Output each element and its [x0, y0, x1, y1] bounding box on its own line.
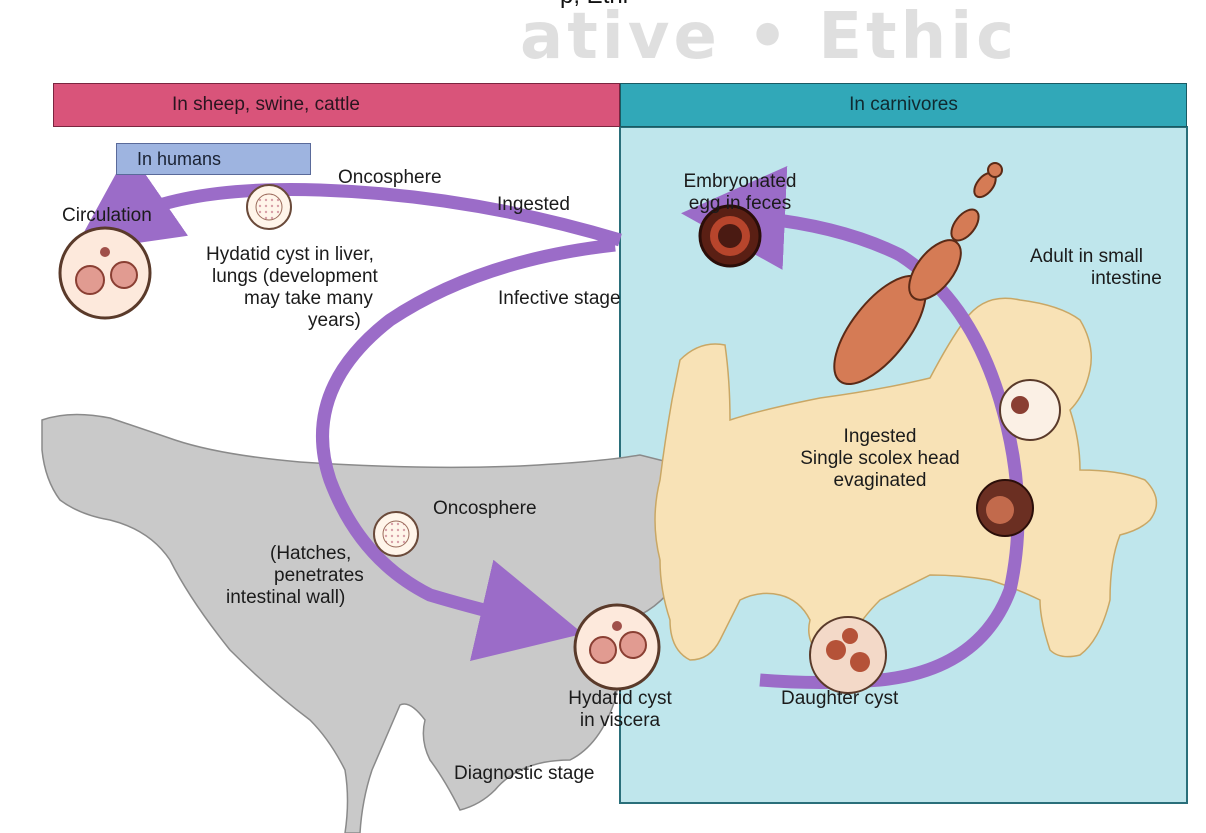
label-adult-line2: intestine — [1091, 268, 1162, 290]
label-scolex-line2: evaginated — [760, 470, 1000, 492]
label-diagnostic-stage: Diagnostic stage — [454, 763, 594, 785]
label-circulation: Circulation — [62, 205, 152, 227]
label-hydatid-liver-line2: lungs (development — [212, 266, 378, 288]
label-oncosphere-top: Oncosphere — [338, 167, 442, 189]
label-hydatid-liver-line3: may take many — [244, 288, 373, 310]
embryonated-egg-icon — [700, 206, 760, 266]
label-hydatid-viscera-line2: in viscera — [545, 710, 695, 732]
label-infective-stage: Infective stage — [498, 288, 621, 310]
label-embryonated-line1: Embryonated — [650, 171, 830, 193]
hydatid-cyst-viscera-icon — [575, 605, 659, 689]
human-tag: In humans — [116, 143, 311, 175]
label-hatches-line3: intestinal wall) — [226, 587, 345, 609]
label-daughter-cyst: Daughter cyst — [781, 688, 898, 710]
scolex-icon-1 — [1000, 380, 1060, 440]
label-adult-line1: Adult in small — [1030, 246, 1143, 268]
hydatid-cyst-liver-icon — [60, 228, 150, 318]
label-hatches-line1: (Hatches, — [270, 543, 351, 565]
label-oncosphere-mid: Oncosphere — [433, 498, 537, 520]
label-ingested-mid: Ingested — [780, 426, 980, 448]
label-ingested-top: Ingested — [497, 194, 570, 216]
label-scolex-line1: Single scolex head — [710, 448, 1050, 470]
oncosphere-mid-icon — [374, 512, 418, 556]
label-hydatid-liver-line1: Hydatid cyst in liver, — [206, 244, 374, 266]
oncosphere-top-icon — [247, 185, 291, 229]
label-hatches-line2: penetrates — [274, 565, 364, 587]
daughter-cyst-icon — [810, 617, 886, 693]
carnivore-header: In carnivores — [620, 83, 1187, 127]
label-hydatid-viscera-line1: Hydatid cyst — [545, 688, 695, 710]
sheep-header: In sheep, swine, cattle — [53, 83, 620, 127]
label-embryonated-line2: egg in feces — [650, 193, 830, 215]
label-hydatid-liver-line4: years) — [308, 310, 361, 332]
